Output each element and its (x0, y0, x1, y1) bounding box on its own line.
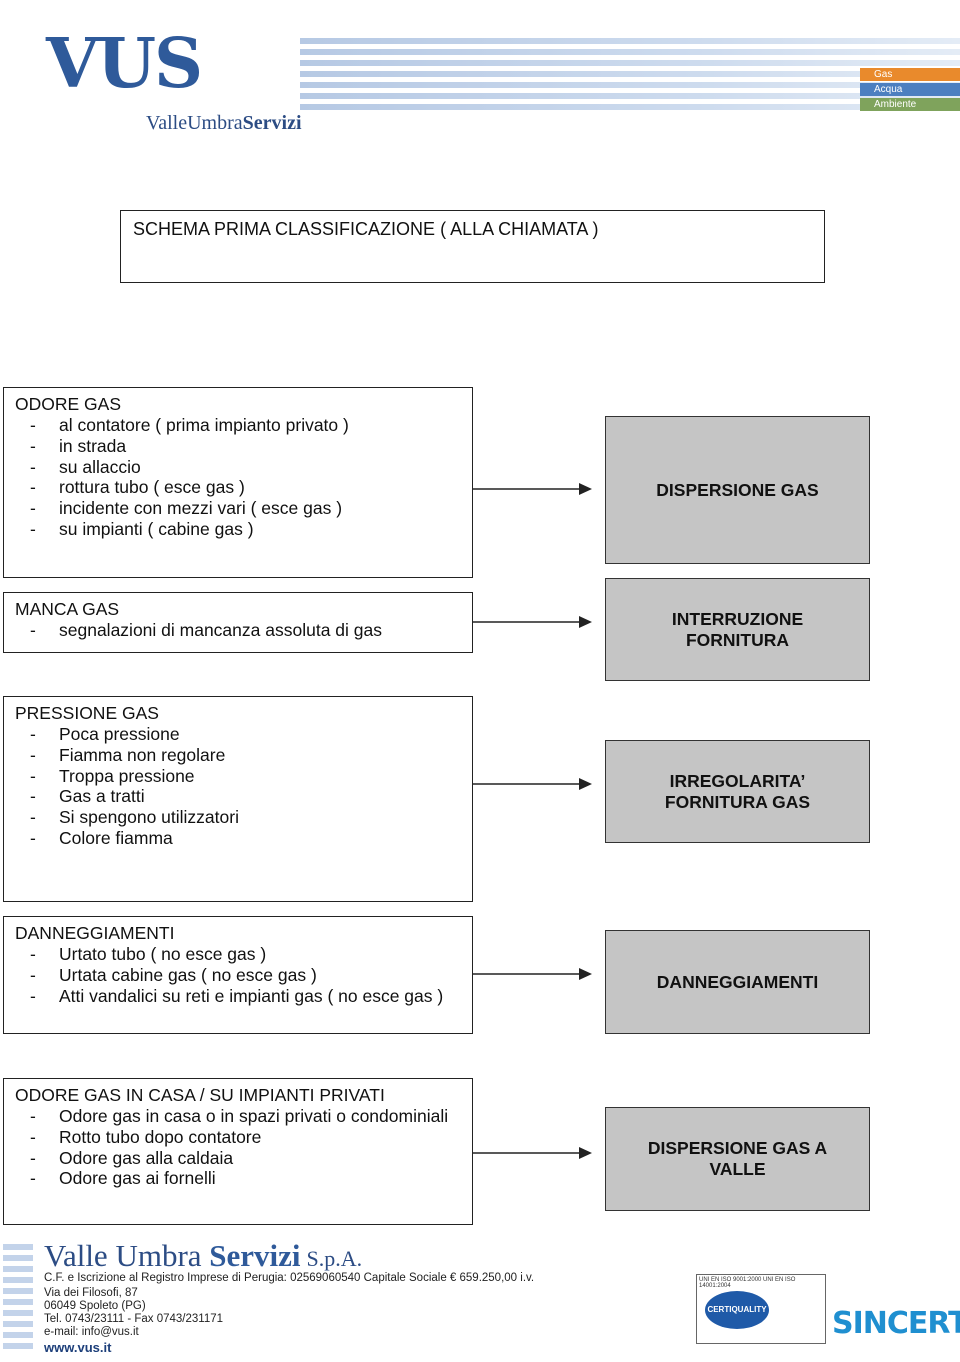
footer-stripes (3, 1244, 33, 1354)
title-box: SCHEMA PRIMA CLASSIFICAZIONE ( ALLA CHIA… (120, 210, 825, 283)
outcome-label: FORNITURA GAS (664, 791, 811, 812)
category-item: incidente con mezzi vari ( esce gas ) (15, 498, 472, 519)
category-item: segnalazioni di mancanza assoluta di gas (15, 620, 472, 641)
outcome-box-irregolarita-fornitura: IRREGOLARITA’ FORNITURA GAS (605, 740, 870, 843)
category-item: Si spengono utilizzatori (15, 807, 472, 828)
category-item: in strada (15, 436, 472, 457)
category-box-pressione-gas: PRESSIONE GAS Poca pressione Fiamma non … (3, 696, 473, 902)
outcome-label: VALLE (709, 1159, 766, 1179)
certification-logo: UNI EN ISO 9001:2000 UNI EN ISO 14001:20… (696, 1274, 826, 1344)
category-item: Odore gas ai fornelli (15, 1168, 472, 1189)
footer-email: e-mail: info@vus.it (44, 1326, 139, 1338)
category-item: Odore gas alla caldaia (15, 1148, 472, 1169)
footer-address: Via dei Filosofi, 87 (44, 1287, 138, 1299)
category-item: Urtato tubo ( no esce gas ) (15, 944, 472, 965)
arrow-icon (473, 778, 592, 790)
category-item: Gas a tratti (15, 786, 472, 807)
arrow-icon (473, 616, 592, 628)
page-title: SCHEMA PRIMA CLASSIFICAZIONE ( ALLA CHIA… (133, 219, 599, 239)
footer-website-link[interactable]: www.vus.it (44, 1340, 112, 1355)
arrow-icon (473, 483, 592, 495)
footer-city: 06049 Spoleto (PG) (44, 1300, 146, 1312)
category-item: Rotto tubo dopo contatore (15, 1127, 472, 1148)
category-box-danneggiamenti: DANNEGGIAMENTI Urtato tubo ( no esce gas… (3, 916, 473, 1034)
category-box-odore-gas-in-casa: ODORE GAS IN CASA / SU IMPIANTI PRIVATI … (3, 1078, 473, 1225)
category-item: Troppa pressione (15, 766, 472, 787)
page-header: VUS ValleUmbraServizi Gas Acqua Ambiente (0, 0, 960, 140)
header-stripes (300, 38, 960, 118)
outcome-label: DANNEGGIAMENTI (656, 971, 819, 992)
category-box-manca-gas: MANCA GAS segnalazioni di mancanza assol… (3, 592, 473, 653)
category-item: Poca pressione (15, 724, 472, 745)
category-box-odore-gas: ODORE GAS al contatore ( prima impianto … (3, 387, 473, 578)
tag-acqua: Acqua (860, 83, 960, 96)
company-name: ValleUmbraServizi (146, 112, 302, 134)
category-heading: MANCA GAS (15, 599, 120, 619)
outcome-label: DISPERSIONE GAS A (647, 1138, 828, 1158)
category-item: su impianti ( cabine gas ) (15, 519, 472, 540)
outcome-box-danneggiamenti: DANNEGGIAMENTI (605, 930, 870, 1034)
footer-phone: Tel. 0743/23111 - Fax 0743/231171 (44, 1313, 224, 1325)
outcome-box-interruzione-fornitura: INTERRUZIONE FORNITURA (605, 578, 870, 681)
category-heading: ODORE GAS (15, 394, 121, 414)
category-item: Fiamma non regolare (15, 745, 472, 766)
category-item: Urtata cabine gas ( no esce gas ) (15, 965, 472, 986)
outcome-label: INTERRUZIONE (671, 608, 804, 629)
tag-ambiente: Ambiente (860, 98, 960, 111)
arrow-icon (473, 1147, 592, 1159)
arrow-icon (473, 968, 592, 980)
category-item: su allaccio (15, 457, 472, 478)
sincert-logo: SINCERT (832, 1306, 960, 1341)
vus-logo: VUS (46, 24, 203, 104)
certiquality-seal-icon: CERTIQUALITY (705, 1291, 769, 1329)
category-heading: ODORE GAS IN CASA / SU IMPIANTI PRIVATI (15, 1085, 385, 1105)
footer-legal-info: C.F. e Iscrizione al Registro Imprese di… (44, 1272, 535, 1284)
category-item: al contatore ( prima impianto privato ) (15, 415, 472, 436)
outcome-box-dispersione-gas: DISPERSIONE GAS (605, 416, 870, 564)
tag-gas: Gas (860, 68, 960, 81)
category-item: rottura tubo ( esce gas ) (15, 477, 472, 498)
category-item: Atti vandalici su reti e impianti gas ( … (15, 986, 472, 1007)
outcome-label: FORNITURA (685, 629, 790, 650)
outcome-label: IRREGOLARITA’ (669, 770, 806, 791)
category-item: Odore gas in casa o in spazi privati o c… (15, 1106, 472, 1127)
category-heading: DANNEGGIAMENTI (15, 923, 175, 943)
outcome-label: DISPERSIONE GAS (656, 479, 819, 500)
outcome-box-dispersione-gas-a-valle: DISPERSIONE GAS A VALLE (605, 1107, 870, 1211)
category-item: Colore fiamma (15, 828, 472, 849)
category-heading: PRESSIONE GAS (15, 703, 159, 723)
